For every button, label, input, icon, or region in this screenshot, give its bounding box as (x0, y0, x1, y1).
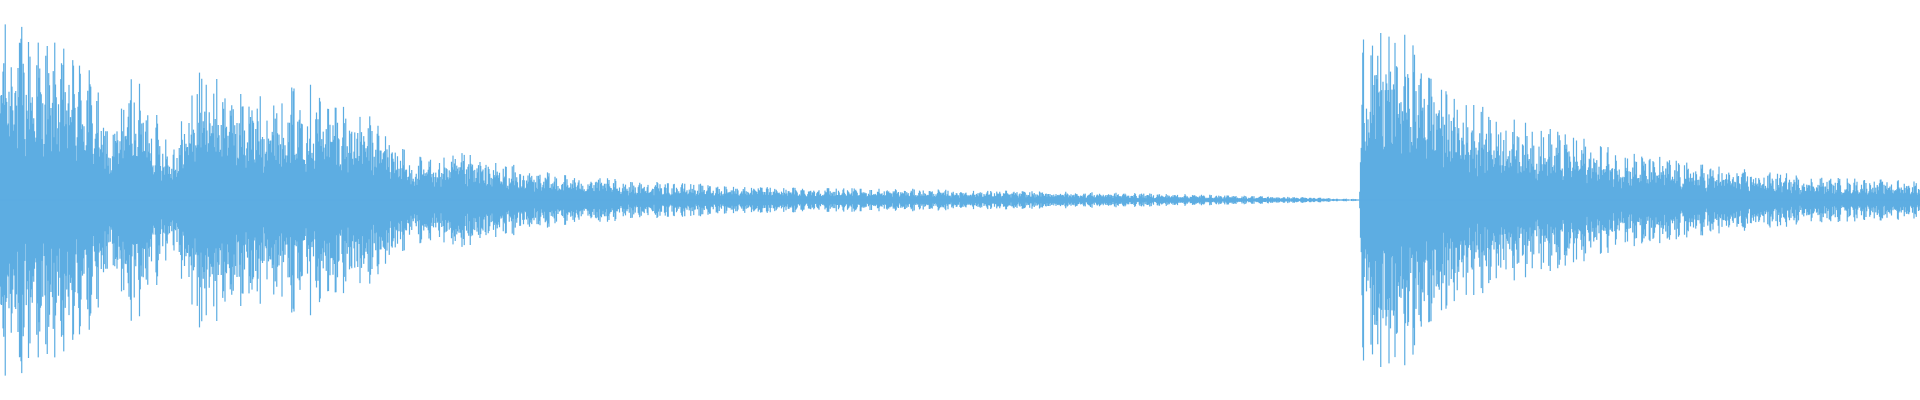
audio-waveform (0, 24, 1920, 376)
